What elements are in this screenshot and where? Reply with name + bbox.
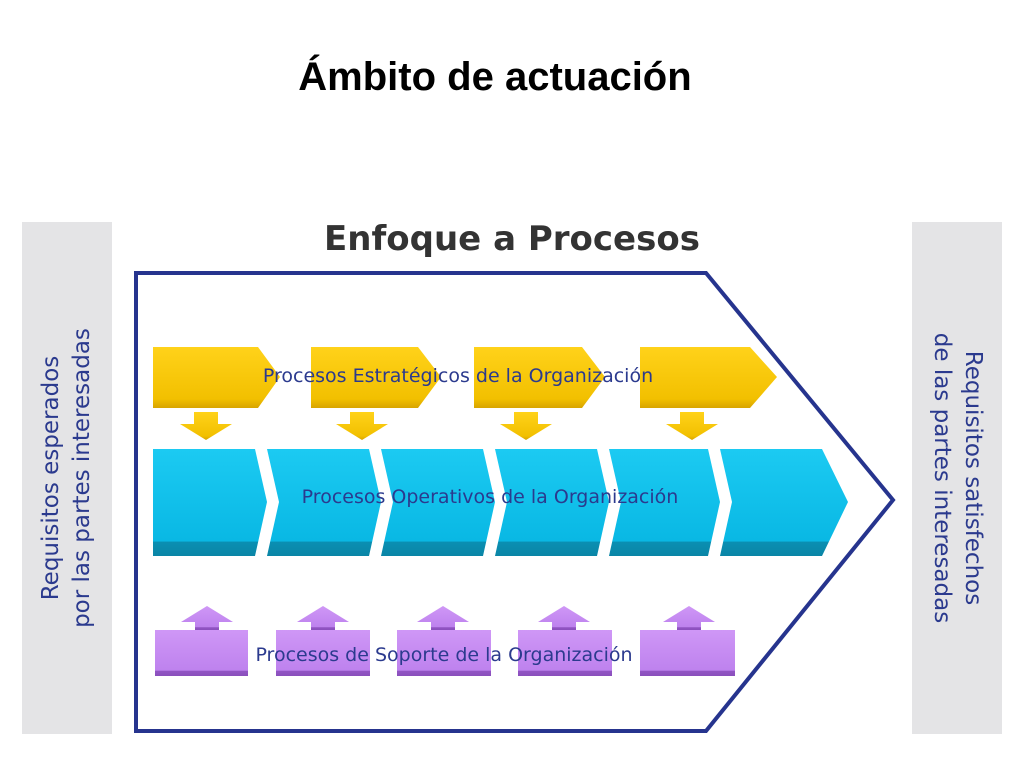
strategic-processes-label: Procesos Estratégicos de la Organización <box>263 365 653 387</box>
strategic-chevron <box>640 347 777 408</box>
up-arrow-icon <box>417 606 469 630</box>
strategic-chevron <box>311 347 441 408</box>
down-arrow-icon <box>666 412 718 440</box>
diagram-heading: Enfoque a Procesos <box>324 219 700 259</box>
support-block <box>518 630 612 676</box>
down-arrow-icon <box>500 412 552 440</box>
strategic-chevron <box>474 347 605 408</box>
down-arrow-icon <box>336 412 388 440</box>
support-block <box>276 630 370 676</box>
down-arrow-icon <box>180 412 232 440</box>
operative-chevron <box>609 449 720 556</box>
process-frame <box>134 271 896 733</box>
up-arrow-icon <box>538 606 590 630</box>
up-arrow-icon <box>297 606 349 630</box>
expected-requirements-panel: Requisitos esperados por las partes inte… <box>22 222 112 734</box>
up-arrow-icon <box>663 606 715 630</box>
operative-processes-row: Procesos Operativos de la Organización <box>153 449 848 556</box>
operative-chevron <box>720 449 848 556</box>
operative-processes-label: Procesos Operativos de la Organización <box>302 486 679 508</box>
strategic-processes-row: Procesos Estratégicos de la Organización <box>153 347 777 440</box>
up-arrow-icon <box>181 606 233 630</box>
satisfied-requirements-panel: Requisitos satisfechos de las partes int… <box>912 222 1002 734</box>
slide-title: Ámbito de actuación <box>298 55 692 99</box>
operative-chevron <box>153 449 267 556</box>
support-block <box>155 630 248 676</box>
support-block <box>397 630 491 676</box>
support-processes-row: Procesos de Soporte de la Organización <box>155 606 735 676</box>
operative-chevron <box>495 449 609 556</box>
strategic-chevron <box>153 347 280 408</box>
support-block <box>640 630 735 676</box>
support-processes-label: Procesos de Soporte de la Organización <box>255 644 632 666</box>
operative-chevron <box>381 449 495 556</box>
operative-chevron <box>267 449 381 556</box>
